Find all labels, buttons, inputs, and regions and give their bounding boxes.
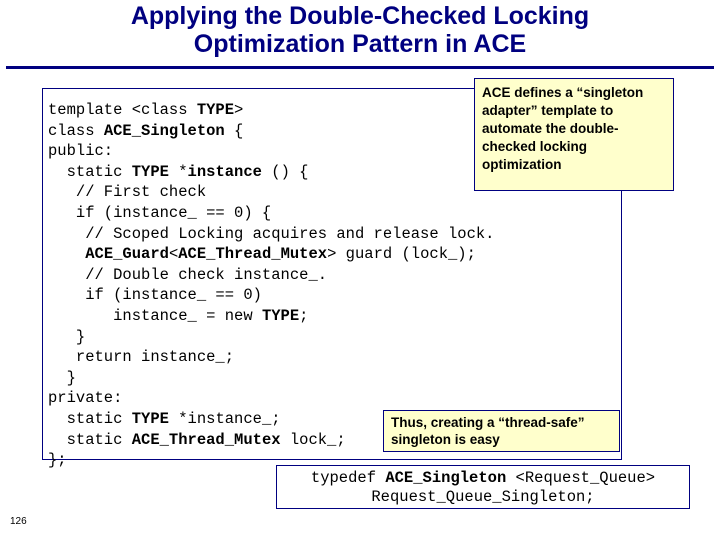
typedef-line-1: typedef ACE_Singleton <Request_Queue> (310, 469, 656, 487)
code-line: return instance_; (48, 348, 235, 367)
code-line: template <class TYPE> (48, 101, 244, 119)
code-line: // Double check instance_. (48, 265, 328, 284)
code-line: public: (48, 142, 114, 161)
code-line: // First check (48, 183, 207, 202)
code-line: private: (48, 389, 123, 408)
typedef-line-2: Request_Queue_Singleton; (371, 488, 595, 506)
code-line: ACE_Guard<ACE_Thread_Mutex> guard (lock_… (85, 245, 476, 264)
typedef-example-text: typedef ACE_Singleton <Request_Queue> Re… (276, 469, 690, 507)
code-line: instance_ = new TYPE; (48, 306, 309, 325)
code-listing-text: template <class TYPE> class ACE_Singleto… (48, 100, 618, 471)
code-line: }; (48, 451, 67, 470)
page-number: 126 (10, 516, 27, 527)
code-line: static ACE_Thread_Mutex lock_; (48, 430, 346, 449)
code-line: } (48, 368, 76, 387)
code-line: } (48, 327, 86, 346)
typedef-example-box (276, 465, 690, 509)
page-title: Applying the Double-Checked Locking Opti… (0, 2, 720, 58)
page-title-line-1: Applying the Double-Checked Locking (130, 2, 590, 30)
callout-singleton-adapter: ACE defines a “singleton adapter” templa… (474, 78, 674, 191)
code-line: static TYPE *instance () { (48, 162, 309, 181)
code-line: if (instance_ == 0) { (48, 203, 272, 222)
code-line: static TYPE *instance_; (48, 409, 281, 428)
title-divider (6, 66, 714, 69)
code-line: // Scoped Locking acquires and release l… (48, 224, 495, 243)
code-line: if (instance_ == 0) (48, 286, 262, 305)
page-title-line-2: Optimization Pattern in ACE (193, 30, 527, 58)
callout-thread-safe: Thus, creating a “thread-safe” singleton… (383, 410, 620, 452)
code-line: class ACE_Singleton { (48, 121, 244, 140)
